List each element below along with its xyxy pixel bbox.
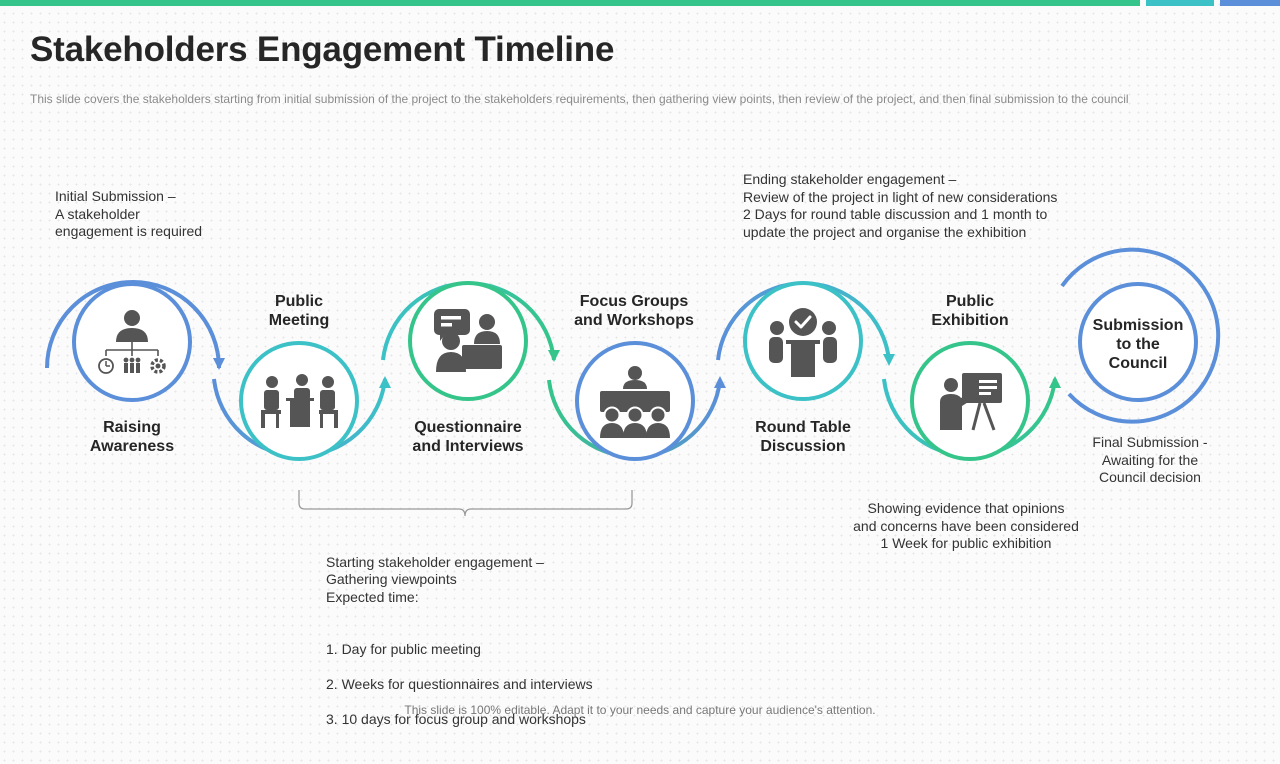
chat-interview-icon <box>434 309 502 372</box>
presentation-board-icon <box>940 373 1002 431</box>
timeline-arrow-3 <box>548 350 560 362</box>
step-circle-3 <box>408 281 528 401</box>
group-bracket <box>298 490 633 517</box>
timeline-arrow-5 <box>883 354 895 366</box>
step-label-focus-groups-workshops: Focus Groups and Workshops <box>574 293 694 329</box>
workshop-audience-icon <box>600 366 670 438</box>
note-starting-title: Starting stakeholder engagement – Gather… <box>326 553 544 605</box>
note-ending-engagement: Ending stakeholder engagement – Review o… <box>743 171 1058 240</box>
meeting-table-icon <box>261 374 338 428</box>
step-label-public-meeting: Public Meeting <box>268 293 330 329</box>
list-item: 2. Weeks for questionnaires and intervie… <box>326 676 593 692</box>
note-starting-engagement: Starting stakeholder engagement – Gather… <box>326 536 593 764</box>
page-title: Stakeholders Engagement Timeline <box>30 30 615 69</box>
step-label-raising-awareness: Raising Awareness <box>89 419 175 455</box>
step-circle-7 <box>1078 282 1198 402</box>
timeline-arrow-1 <box>213 358 225 370</box>
timeline-arrow-4 <box>714 376 726 388</box>
list-item: 1. Day for public meeting <box>326 641 481 657</box>
page-subtitle: This slide covers the stakeholders start… <box>30 92 1129 106</box>
note-initial-submission: Initial Submission – A stakeholder engag… <box>55 188 203 239</box>
note-final-submission: Final Submission - Awaiting for the Coun… <box>1092 434 1208 485</box>
timeline-arrow-6 <box>1049 376 1061 388</box>
step-label-submission-council: Submission to the Council <box>1092 317 1184 372</box>
accent-segment-green <box>0 0 1140 6</box>
note-showing-evidence: Showing evidence that opinions and conce… <box>853 500 1079 551</box>
step-label-public-exhibition: Public Exhibition <box>931 293 1009 329</box>
accent-segment-blue <box>1220 0 1280 6</box>
presenter-hierarchy-icon <box>98 310 166 374</box>
step-label-questionnaire-interviews: Questionnaire and Interviews <box>412 419 524 455</box>
timeline-arc-7 <box>1060 247 1221 424</box>
top-accent-bar <box>0 0 1280 6</box>
footer-note: This slide is 100% editable. Adapt it to… <box>404 703 876 717</box>
accent-segment-teal <box>1146 0 1214 6</box>
timeline-arrow-2 <box>379 376 391 388</box>
expected-time-list: 1. Day for public meeting 2. Weeks for q… <box>326 624 593 747</box>
timeline-diagram <box>45 247 1221 517</box>
step-label-round-table-discussion: Round Table Discussion <box>755 419 851 455</box>
round-table-check-icon <box>769 308 837 377</box>
